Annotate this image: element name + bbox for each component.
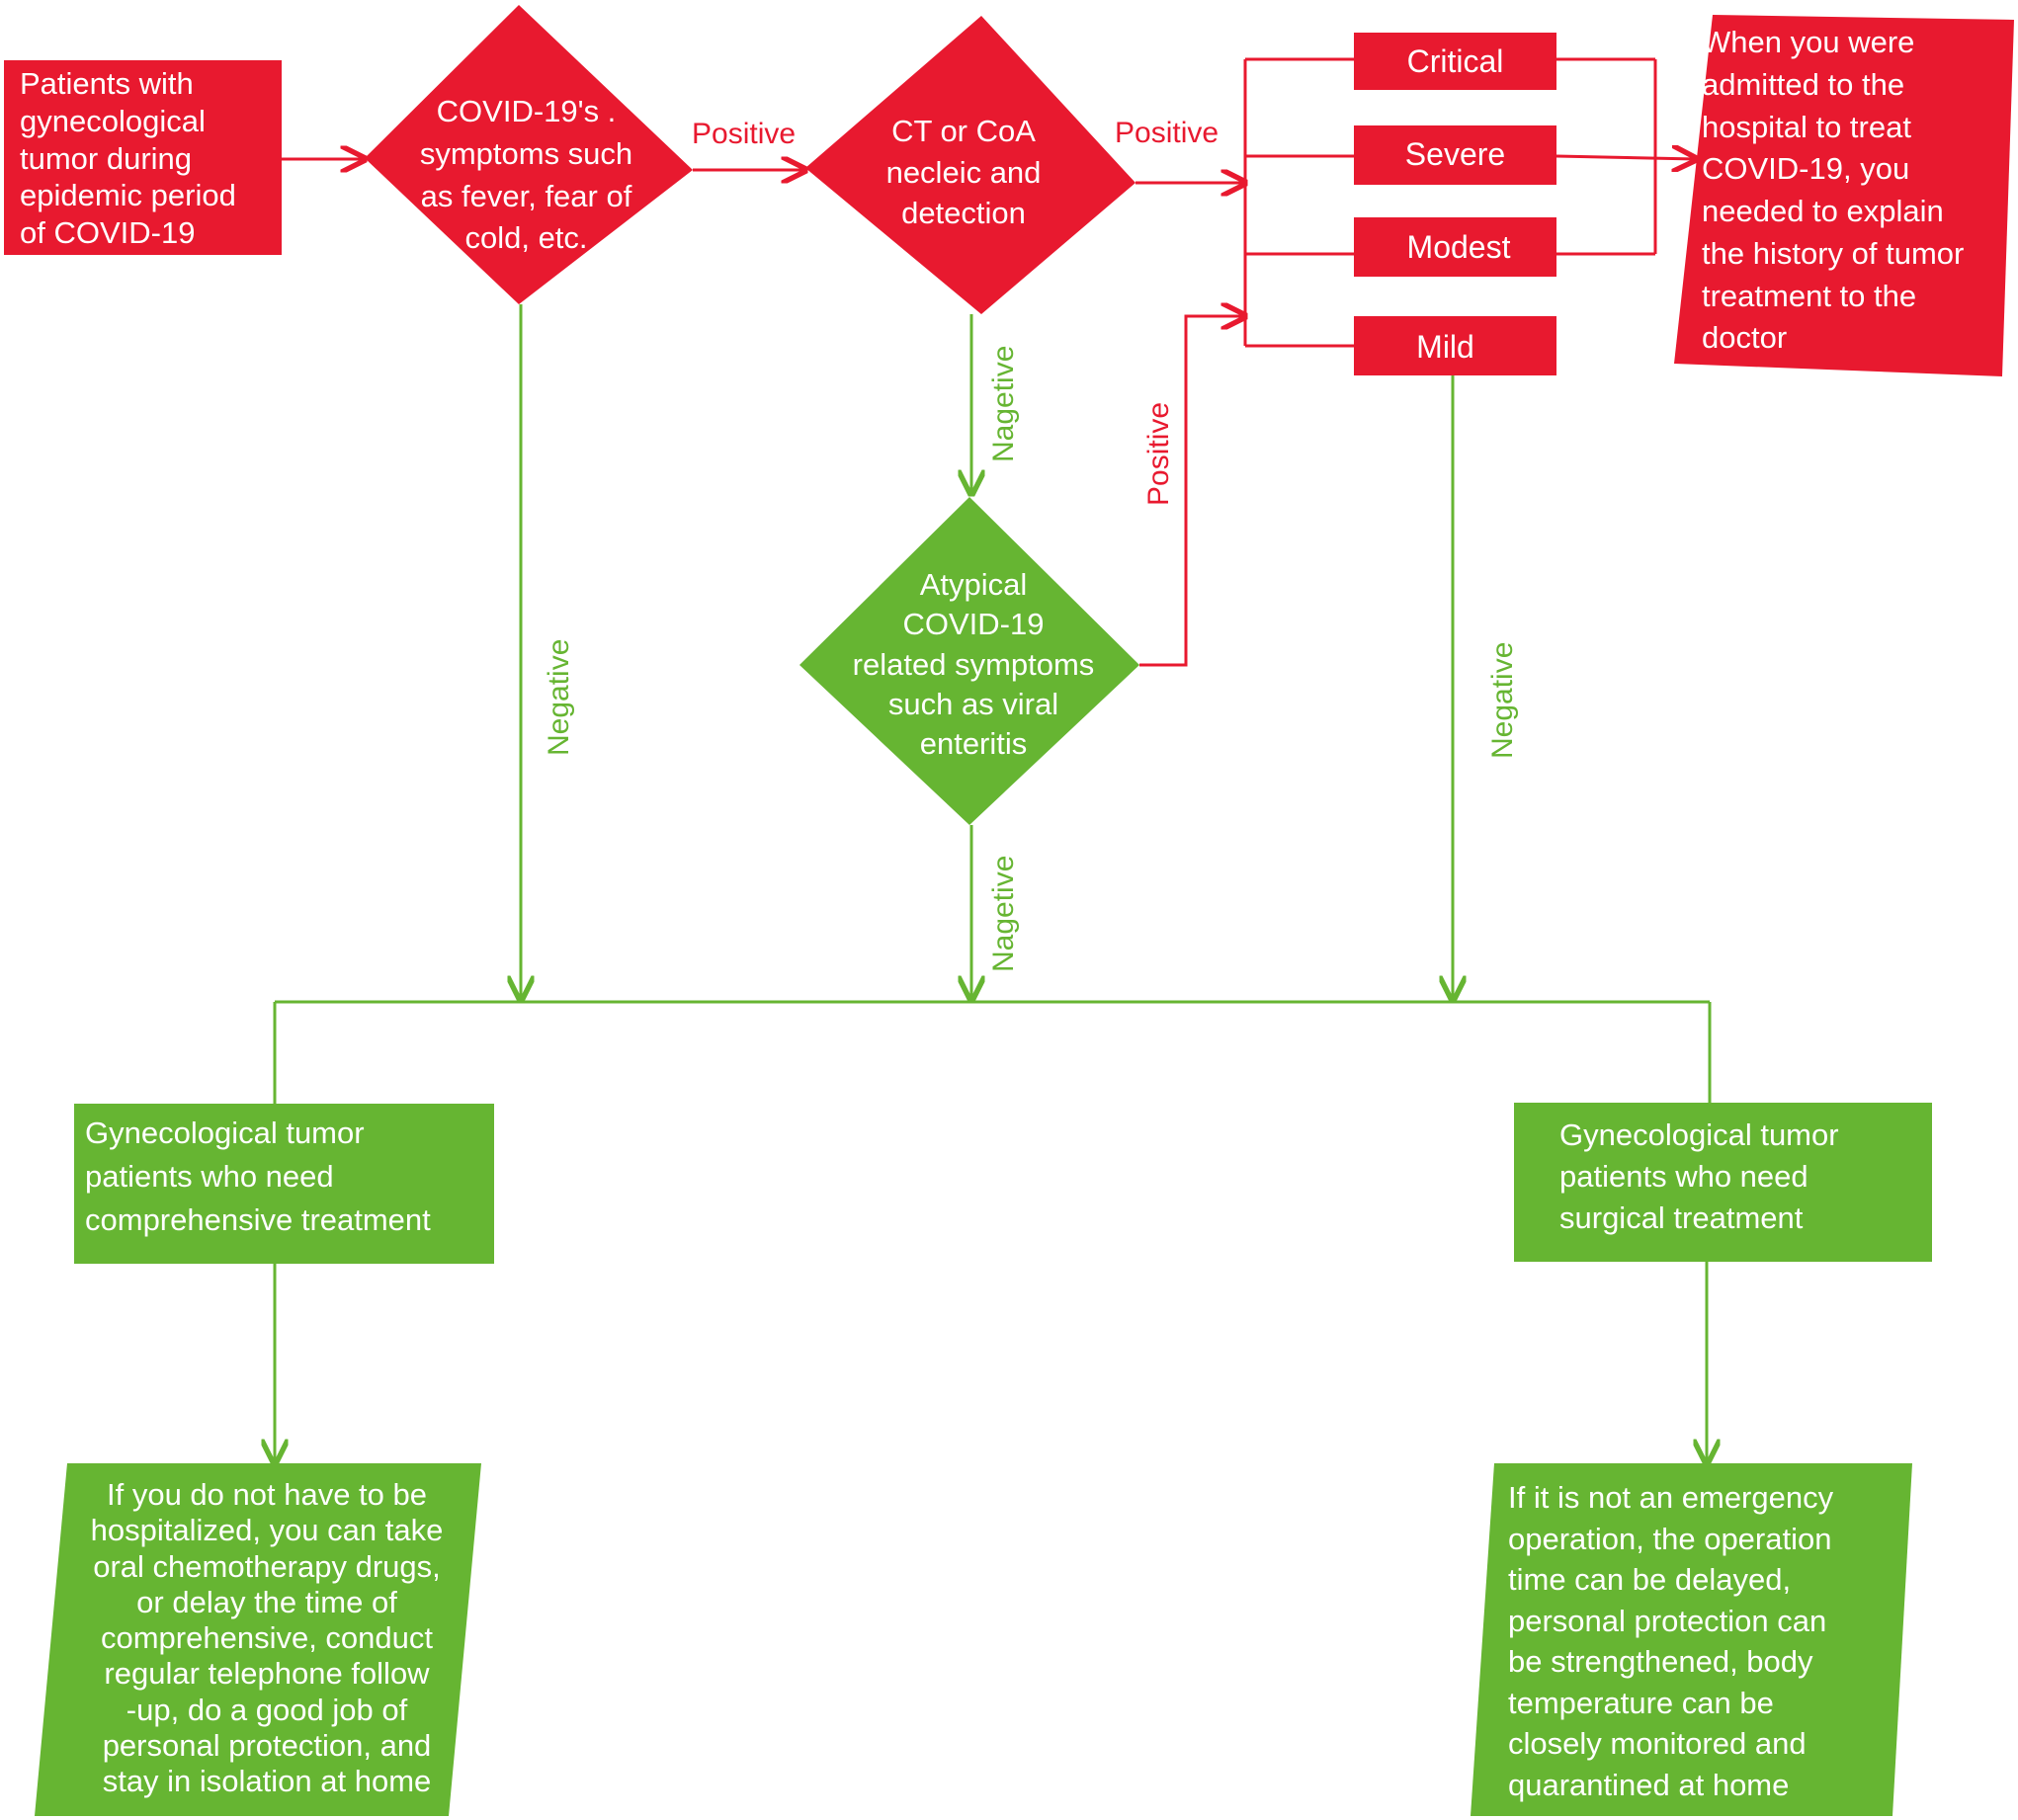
edge-label-positive-3: Positive bbox=[1142, 402, 1175, 506]
comprehensive-node-text: Gynecological tumor patients who need co… bbox=[85, 1116, 431, 1238]
atypical-node-text: Atypical COVID-19 related symptoms such … bbox=[852, 567, 1095, 762]
edge-label-negative-1: Negative bbox=[543, 639, 575, 756]
mild-box-shape bbox=[1354, 316, 1556, 375]
surgical-box-shape bbox=[1514, 1103, 1932, 1262]
right-advice-box-shape bbox=[1471, 1463, 1912, 1816]
atypical-diamond-shape bbox=[799, 497, 1139, 825]
critical-label: Critical bbox=[1406, 43, 1504, 79]
comprehensive-box-shape bbox=[74, 1104, 494, 1264]
mild-label: Mild bbox=[1416, 329, 1474, 365]
modest-label: Modest bbox=[1406, 229, 1511, 265]
critical-box-shape bbox=[1354, 33, 1556, 90]
symptoms-node-text: COVID-19's . symptoms such as fever, fea… bbox=[419, 94, 633, 256]
severe-box-shape bbox=[1354, 125, 1556, 185]
edge-atypical-to-severity bbox=[1139, 316, 1245, 667]
symptoms-diamond-shape bbox=[365, 5, 693, 304]
modest-box-shape bbox=[1354, 217, 1556, 277]
edge-label-nagetive-1: Nagetive bbox=[987, 346, 1020, 462]
hospital-node-text: When you were admitted to the hospital t… bbox=[1702, 25, 1965, 356]
start-box-shape bbox=[4, 60, 282, 255]
ct-diamond-shape bbox=[805, 16, 1135, 314]
right-advice-text: If it is not an emergency operation, the… bbox=[1508, 1480, 1834, 1802]
left-advice-text: If you do not have to be hospitalized, y… bbox=[90, 1477, 444, 1799]
surgical-node-text: Gynecological tumor patients who need su… bbox=[1559, 1117, 1839, 1236]
hospital-box-shape bbox=[1674, 15, 2014, 376]
edge-label-positive-2: Positive bbox=[1115, 117, 1219, 149]
severe-label: Severe bbox=[1404, 136, 1506, 172]
edge-label-positive-1: Positive bbox=[692, 118, 796, 150]
edge-label-nagetive-2: Nagetive bbox=[987, 856, 1020, 972]
left-advice-box-shape bbox=[35, 1463, 481, 1816]
ct-node-text: CT or CoA necleic and detection bbox=[885, 114, 1042, 231]
edge-label-negative-2: Negative bbox=[1486, 642, 1519, 759]
edge-severe-to-hospital bbox=[1556, 156, 1696, 159]
start-node-text: Patients with gynecological tumor during… bbox=[20, 66, 236, 251]
